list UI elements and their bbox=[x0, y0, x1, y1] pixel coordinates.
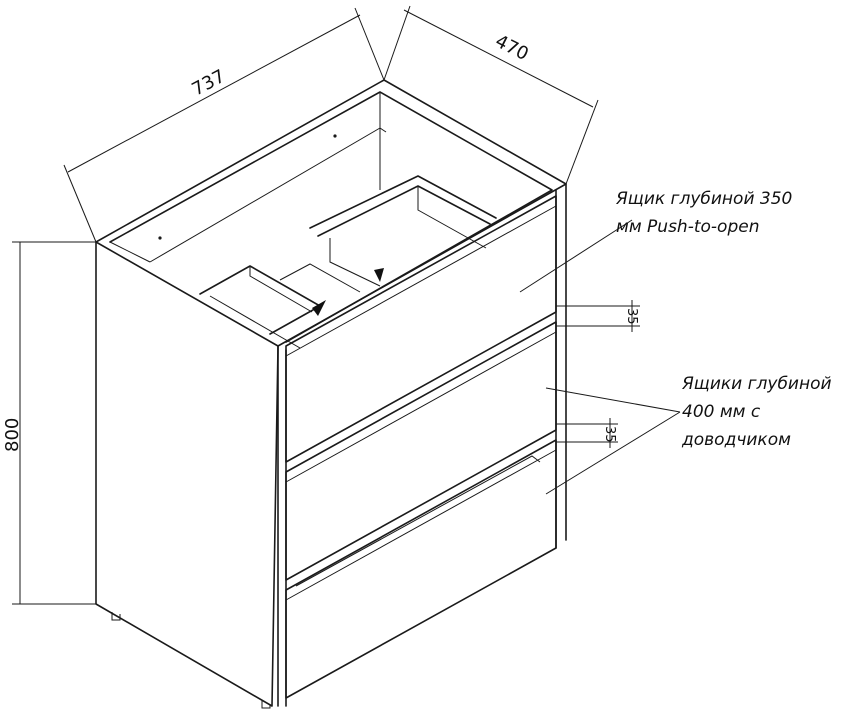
leader-lines bbox=[519, 219, 681, 495]
lower-drawers-note: Ящики глубиной 400 мм с доводчиком bbox=[682, 374, 832, 450]
drawer-front-2 bbox=[285, 321, 557, 581]
height-label: 800 bbox=[2, 418, 23, 452]
drawer-front-1 bbox=[285, 195, 557, 463]
gap-lower-label: 35 bbox=[602, 426, 617, 443]
top-drawer-interior bbox=[199, 175, 497, 349]
gap-dimension-lower: 35 bbox=[556, 418, 618, 448]
height-dimension: 800 bbox=[2, 241, 96, 605]
width-label: 737 bbox=[188, 66, 228, 101]
gap-dimension-upper: 35 bbox=[556, 300, 640, 332]
cabinet-body bbox=[95, 79, 567, 709]
depth-dimension: 470 bbox=[383, 5, 599, 185]
gap-upper-label: 35 bbox=[624, 308, 639, 325]
depth-label: 470 bbox=[492, 31, 532, 65]
top-drawer-note: Ящик глубиной 350 мм Push-to-open bbox=[616, 189, 793, 237]
width-dimension: 737 bbox=[63, 7, 385, 243]
drawer-front-3 bbox=[285, 439, 557, 699]
